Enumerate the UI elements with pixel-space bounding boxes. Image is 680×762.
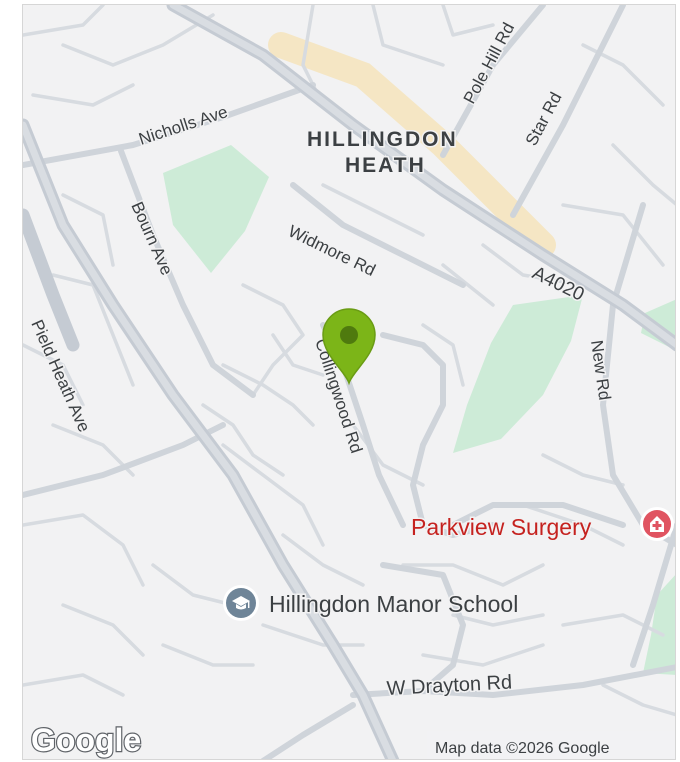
road-east-link: [450, 502, 626, 528]
map-view[interactable]: HILLINGDON HEATH Nicholls Ave Pole Hill …: [22, 4, 676, 760]
poi-label-surgery: Parkview Surgery: [411, 514, 592, 540]
poi-label-school: Hillingdon Manor School: [269, 591, 518, 617]
minor-roads: [23, 5, 675, 717]
area-label-line2: HEATH: [345, 154, 426, 177]
road-label-nicholls-ave: Nicholls Ave: [136, 102, 230, 149]
road-w-drayton: [350, 664, 675, 698]
park-south-east: [643, 575, 675, 675]
road-loop: [380, 332, 496, 538]
road-nicholls-ave: [23, 82, 316, 168]
road-south-loop: [380, 562, 466, 694]
road-star: [510, 5, 626, 218]
parks: [163, 145, 675, 675]
road-new-rd: [600, 202, 675, 548]
map-canvas: HILLINGDON HEATH Nicholls Ave Pole Hill …: [23, 5, 675, 759]
map-attribution: Map data ©2026 Google: [435, 740, 610, 757]
road-widmore: [290, 182, 466, 288]
poi-hillingdon-manor-school[interactable]: Hillingdon Manor School: [223, 585, 520, 621]
area-label-line1: HILLINGDON: [307, 128, 458, 151]
secondary-roads: [23, 5, 675, 759]
medical-cross-icon: [640, 507, 674, 541]
road-southwest: [260, 702, 356, 759]
attribution-bg: [427, 731, 675, 759]
major-road-core: [23, 5, 675, 759]
road-pole-hill: [440, 5, 546, 158]
road-bourn-ave: [118, 148, 256, 398]
highlight-band: [268, 32, 556, 258]
road-label-star-rd: Star Rd: [522, 89, 566, 149]
road-pield-west: [23, 422, 226, 498]
road-label-widmore-rd: Widmore Rd: [285, 222, 378, 280]
road-label-pield-heath-ave: Pield Heath Ave: [27, 317, 93, 435]
road-label-bourn-ave: Bourn Ave: [127, 199, 176, 278]
google-logo: Google: [31, 722, 141, 758]
road-south-east: [630, 522, 675, 668]
graduation-cap-icon: [223, 585, 259, 621]
poi-parkview-surgery[interactable]: Parkview Surgery: [410, 507, 674, 542]
park-nicholls: [163, 145, 269, 273]
park-east: [453, 295, 583, 453]
road-pield-branch: [23, 208, 80, 352]
location-pin-icon[interactable]: [322, 308, 376, 386]
